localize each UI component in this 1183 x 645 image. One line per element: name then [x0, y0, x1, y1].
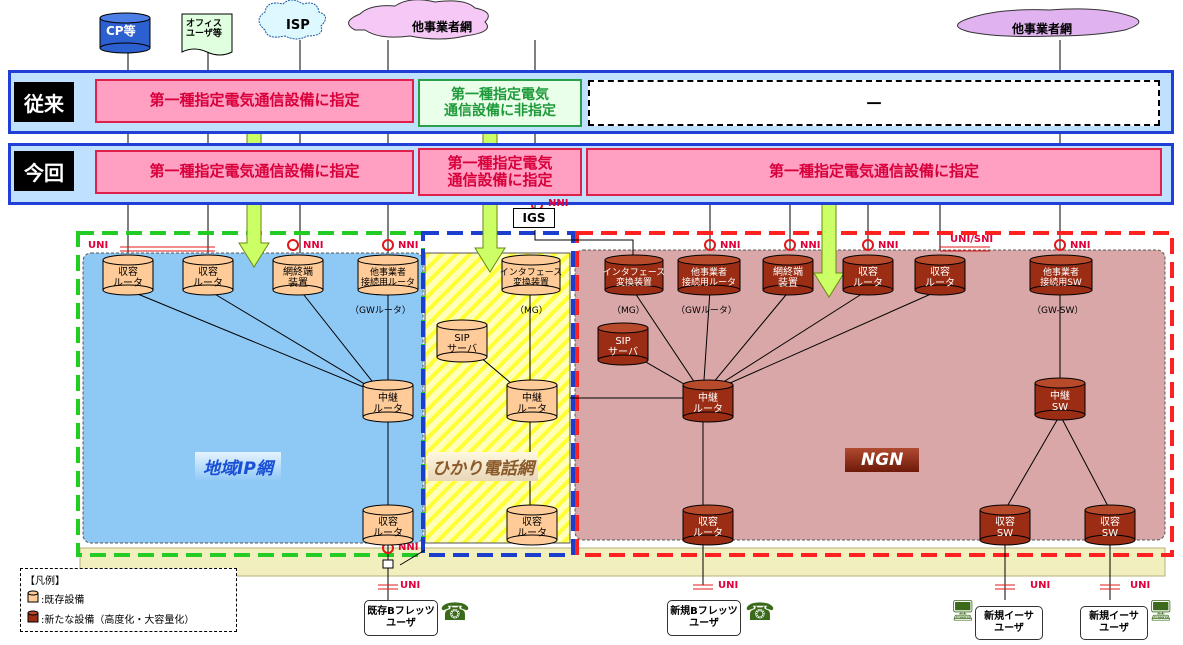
- device-relay-router-3: 中継 ルータ: [693, 392, 723, 416]
- uni-label-1: UNI: [88, 240, 109, 251]
- device-net-end-1: 網終端 装置: [283, 266, 313, 290]
- pc-icon: 🖥: [1148, 598, 1174, 622]
- uni-sni-label: UNI/SNI: [950, 234, 994, 245]
- cloud-cp-label: CP等: [106, 24, 136, 38]
- legend-new-label: :新たな設備（高度化・大容量化）: [41, 615, 195, 626]
- now-designated-mid-box: 第一種指定電気 通信設備に指定: [418, 148, 582, 196]
- device-sh-router-4: 収容 ルータ: [517, 516, 547, 540]
- nni-label-1: NNI: [303, 240, 324, 251]
- nni-label-igs: NNI: [548, 198, 569, 209]
- now-designated-right-box: 第一種指定電気通信設備に指定: [586, 148, 1162, 196]
- device-relay-router-2: 中継 ルータ: [517, 392, 547, 416]
- cloud-isp-label: ISP: [286, 18, 310, 33]
- cloud-office-label: オフィス ユーザ等: [186, 19, 222, 39]
- device-sh-router-1: 収容 ルータ: [113, 266, 143, 290]
- device-net-end-2: 網終端 装置: [773, 266, 803, 290]
- user-b-new: 新規Bフレッツ ユーザ: [667, 600, 741, 636]
- device-sip-server-1: SIP サーバ: [447, 332, 477, 356]
- uni-label-b-old: UNI: [400, 580, 421, 591]
- before-not-designated-box: 第一種指定電気 通信設備に非指定: [418, 79, 582, 127]
- before-designated-box: 第一種指定電気通信設備に指定: [95, 79, 414, 123]
- legend-existing-cylinder-icon: [27, 590, 39, 603]
- row-label-before: 従来: [14, 82, 74, 122]
- row-label-now: 今回: [14, 151, 74, 191]
- device-sip-server-2: SIP サーバ: [608, 335, 638, 359]
- network-name-ngn: NGN: [845, 448, 920, 472]
- device-gw-router-1: 他事業者 接続用ルータ: [360, 267, 415, 288]
- caption-gw-router-2: （GWルータ）: [676, 306, 737, 316]
- pc-icon: 🖥: [950, 598, 976, 622]
- device-if-conv-1: インタフェース 変換装置: [499, 267, 563, 288]
- device-if-conv-2: インタフェース 変換装置: [602, 267, 666, 288]
- device-sh-router-7: 収容 ルータ: [693, 516, 723, 540]
- cloud-other-left-label: 他事業者網: [412, 20, 473, 34]
- uni-label-ether1: UNI: [1030, 580, 1051, 591]
- before-dash-box: －: [588, 80, 1160, 126]
- device-gw-sw: 他事業者 接続用SW: [1040, 267, 1082, 288]
- igs-box: IGS: [513, 208, 555, 228]
- network-name-hikari: ひかり電話網: [428, 452, 538, 481]
- caption-gw-sw: （GW-SW）: [1032, 306, 1084, 316]
- phone-pc-icon: ☎: [440, 598, 470, 626]
- caption-mg-2: （MG）: [612, 306, 645, 316]
- nni-label-5: NNI: [878, 240, 899, 251]
- device-relay-sw: 中継 SW: [1050, 390, 1070, 414]
- user-ether-1: 新規イーサ ユーザ: [975, 606, 1043, 640]
- device-sh-sw-2: 収容 SW: [1100, 516, 1120, 540]
- uni-label-b-new: UNI: [718, 580, 739, 591]
- caption-gw-router-1: （GWルータ）: [350, 306, 411, 316]
- device-sh-router-3: 収容 ルータ: [373, 516, 403, 540]
- cloud-other-right-label: 他事業者網: [1012, 22, 1073, 36]
- user-ether-2: 新規イーサ ユーザ: [1080, 606, 1148, 640]
- now-designated-left-box: 第一種指定電気通信設備に指定: [95, 150, 414, 194]
- device-sh-sw-1: 収容 SW: [995, 516, 1015, 540]
- uni-label-ether2: UNI: [1130, 580, 1151, 591]
- nni-label-2: NNI: [398, 240, 419, 251]
- network-name-regional: 地域IP網: [195, 452, 281, 481]
- device-sh-router-6: 収容 ルータ: [925, 266, 955, 290]
- device-sh-router-2: 収容 ルータ: [193, 266, 223, 290]
- phone-pc-icon: ☎: [745, 598, 775, 626]
- legend-new-cylinder-icon: [27, 610, 39, 623]
- nni-label-3: NNI: [720, 240, 741, 251]
- legend-title: 【凡例】: [25, 576, 65, 587]
- nni-label-6: NNI: [1070, 240, 1091, 251]
- nni-label-bottom: NNI: [398, 542, 419, 553]
- device-gw-router-2: 他事業者 接続用ルータ: [681, 267, 736, 288]
- nni-label-4: NNI: [800, 240, 821, 251]
- device-relay-router-1: 中継 ルータ: [373, 392, 403, 416]
- device-sh-router-5: 収容 ルータ: [853, 266, 883, 290]
- legend-existing-label: :既存設備: [41, 595, 85, 606]
- user-b-old: 既存Bフレッツ ユーザ: [364, 600, 438, 636]
- caption-mg-1: （MG）: [515, 306, 548, 316]
- legend: 【凡例】 :既存設備 :新たな設備（高度化・大容量化）: [20, 568, 237, 632]
